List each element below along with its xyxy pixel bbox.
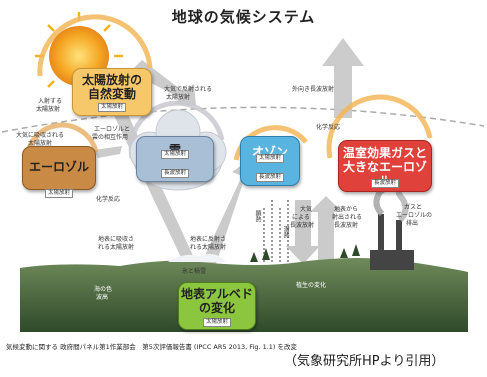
gas-emission-label-2: エーロゾルの: [396, 212, 433, 219]
solar-variation-tag: 太陽放射: [97, 103, 127, 112]
cloud-cycle-arrow: [128, 100, 225, 159]
aerosol-title: エーロゾル: [28, 160, 89, 174]
absorbed-atmosphere-label-2: 太陽放射: [28, 140, 53, 147]
ozone-box: オゾン 太陽放射 長波放射: [240, 136, 300, 186]
ocean-label-1: 海の色: [94, 286, 113, 293]
ghg-title-line1: 温室効果ガスと: [342, 146, 427, 160]
reflected-surface-label-2: れる太陽放射: [190, 244, 227, 251]
solar-variation-title-line2: 自然変動: [87, 87, 136, 101]
atm-longwave-label-2: による: [292, 214, 310, 221]
reflected-atmosphere-label-1: 大気で反射される: [164, 86, 213, 93]
atmosphere-longwave-arrow: [286, 200, 320, 264]
citation: （気象研究所HPより引用）: [284, 354, 445, 369]
ghg-box: 温室効果ガスと 大きなエーロゾル 長波放射: [338, 140, 432, 192]
absorbed-surface-label-2: れる太陽放射: [98, 244, 135, 251]
surface-longwave-label-3: 長波放射: [334, 222, 359, 229]
sensible-heat-label: 顕熱: [254, 210, 261, 222]
latent-heat-label: 潜熱: [282, 226, 289, 238]
outgoing-longwave-label: 外向き長波放射: [292, 86, 335, 93]
aerosol-cloud-label-1: エーロゾルと: [94, 126, 131, 133]
reflected-atmosphere-label-2: 太陽放射: [166, 94, 191, 101]
surface-longwave-label-1: 地表から: [334, 206, 359, 213]
gas-emission-label-3: 排出: [406, 220, 419, 227]
incoming-solar-label-2: 太陽放射: [36, 106, 61, 113]
aerosol-tag: 太陽放射: [44, 189, 74, 198]
reflected-surface-label-1: 地表に反射さ: [190, 236, 227, 243]
atm-longwave-label-3: 長波放射: [290, 222, 315, 229]
cloud-tag-longwave: 長波放射: [160, 169, 189, 178]
incoming-solar-label-1: 入射する: [38, 98, 63, 105]
solar-cycle-arrow: [37, 14, 153, 77]
absorbed-atmosphere-arrow: [94, 146, 122, 158]
surface-longwave-arrow: [310, 196, 342, 268]
cloud-box: 雲 太陽放射 長波放射: [136, 136, 214, 182]
solar-variation-title-line1: 太陽放射の: [81, 73, 142, 87]
ocean-label-2: 波高: [96, 294, 109, 301]
reflected-surface-arrow: [200, 158, 254, 270]
ozone-cycle-arrow: [233, 125, 308, 161]
outgoing-longwave-arrow: [322, 38, 364, 118]
aerosol-box: エーロゾル 太陽放射: [22, 146, 96, 198]
source-caption: 気候変動に関する 政府間パネル第1作業部会 第5次評価報告書 (IPCC AR5…: [6, 343, 298, 351]
albedo-box: 地表アルベド の変化 太陽放射: [178, 282, 256, 330]
cloud-tag-shortwave: 太陽放射: [160, 150, 189, 159]
ice-snow-label: 氷と積雪: [182, 268, 207, 275]
gas-emission-label-1: ガスと: [404, 204, 423, 211]
albedo-title-line1: 地表アルベド: [181, 287, 253, 301]
aerosol-cloud-label-2: 雲の相互作用: [92, 134, 129, 141]
chemistry-label-bottom: 化学反応: [96, 196, 121, 203]
ozone-tag-longwave: 長波放射: [255, 173, 284, 182]
diagram-title: 地球の気候システム: [171, 8, 316, 26]
albedo-title-line2: の変化: [198, 301, 235, 315]
incoming-solar-arrow: [84, 80, 212, 290]
ice-snow-patch: [168, 254, 226, 262]
albedo-tag: 太陽放射: [202, 318, 232, 327]
absorbed-atmosphere-label-1: 大気に吸収される: [16, 132, 65, 139]
ghg-cycle-arrow: [326, 94, 433, 159]
absorbed-surface-label-1: 地表に吸収さ: [98, 236, 135, 243]
vegetation-label: 植生の変化: [296, 282, 327, 289]
atmosphere-boundary: [1, 106, 485, 133]
chemistry-label-top: 化学反応: [316, 124, 341, 131]
surface-longwave-label-2: 射出される: [332, 214, 363, 221]
solar-variation-box: 太陽放射の 自然変動 太陽放射: [72, 68, 152, 116]
ghg-tag: 長波放射: [370, 179, 400, 188]
ozone-tag-shortwave: 太陽放射: [255, 154, 284, 163]
atm-longwave-label-1: 大気: [299, 206, 312, 213]
